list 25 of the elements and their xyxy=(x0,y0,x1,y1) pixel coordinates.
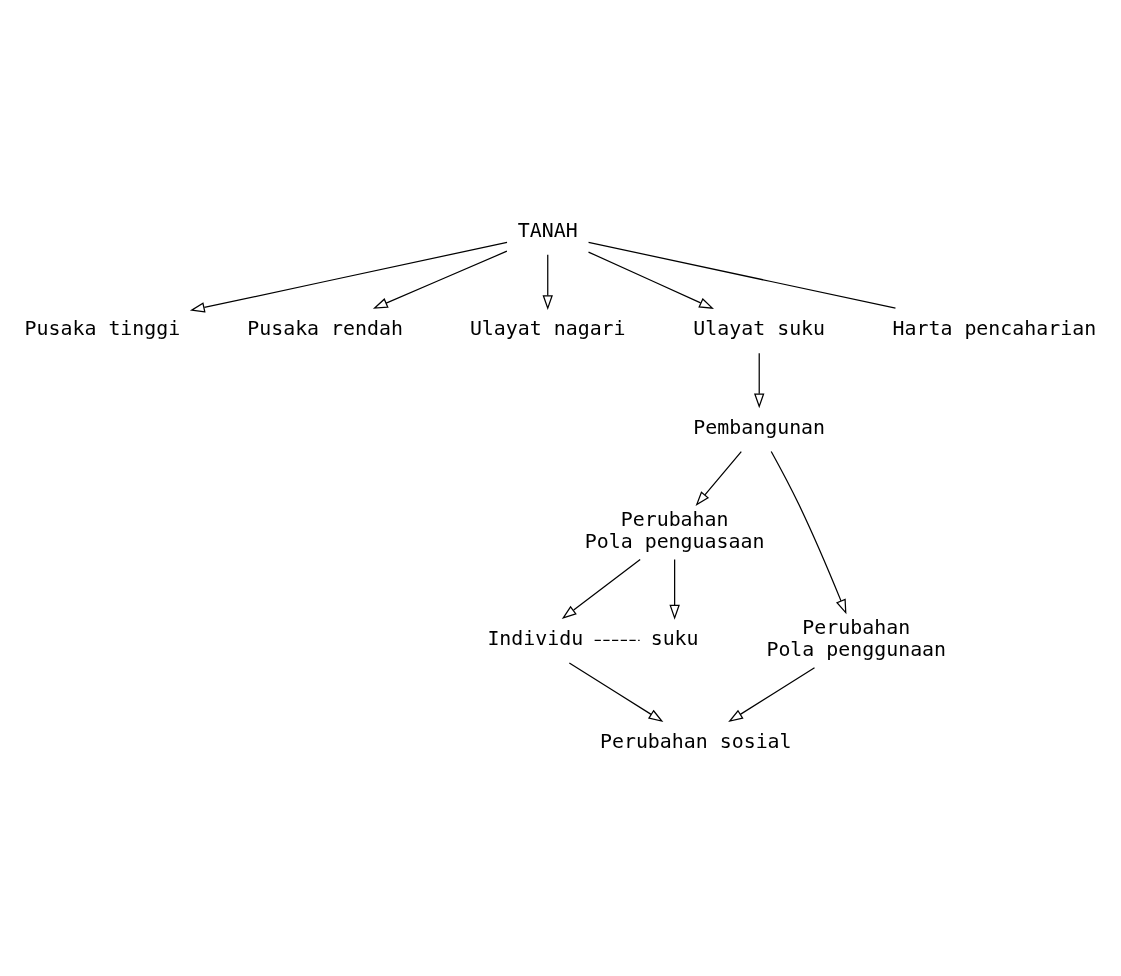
arrow xyxy=(754,352,765,409)
node-text: Perubahan sosial xyxy=(599,730,792,754)
arrow xyxy=(728,667,816,723)
node-text: Pusaka tinggi xyxy=(24,317,181,341)
arrow xyxy=(587,251,714,309)
node-text: TANAH xyxy=(517,219,578,243)
arrow xyxy=(561,558,641,620)
node-text: Perubahan Pola penguasaan xyxy=(584,507,765,554)
arrow xyxy=(770,450,847,615)
node-text: Ulayat nagari xyxy=(469,317,626,341)
arrow xyxy=(372,250,508,309)
arrow xyxy=(695,450,742,506)
node-text: Harta pencaharian xyxy=(892,317,1097,341)
node-text: Perubahan Pola penggunaan xyxy=(766,615,947,662)
node-text: Individu xyxy=(487,627,584,651)
node-text: Pembangunan xyxy=(693,415,826,439)
arrow xyxy=(542,254,553,311)
node-text: suku xyxy=(650,627,699,651)
node-text: Pusaka rendah xyxy=(247,317,403,341)
arrow xyxy=(189,241,508,313)
arrow xyxy=(669,558,680,620)
arrow xyxy=(568,662,664,723)
node-text: Ulayat suku xyxy=(693,317,826,341)
connector xyxy=(587,241,897,309)
connector xyxy=(594,639,641,641)
